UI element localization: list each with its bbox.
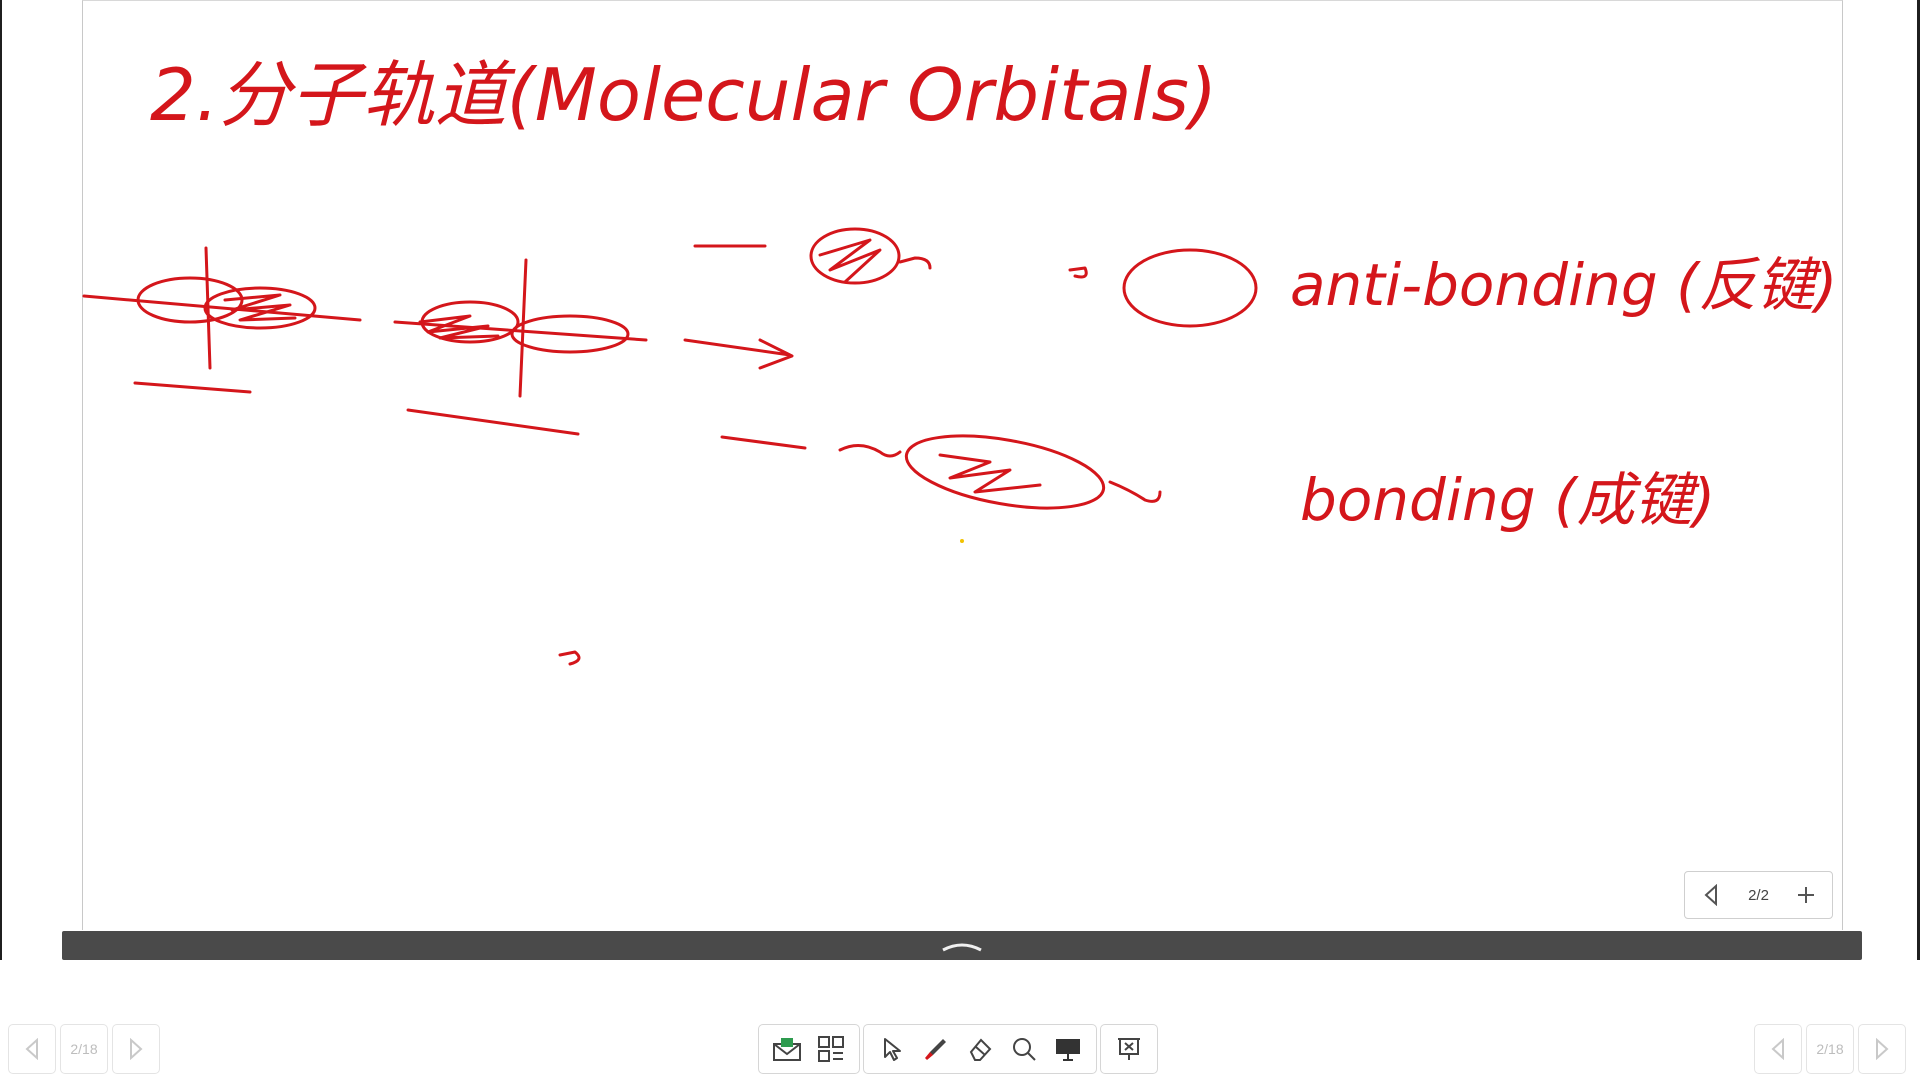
slide-next-button-left[interactable] [112,1024,160,1074]
search-icon [1013,1038,1036,1061]
eraser-button[interactable] [958,1027,1002,1071]
whiteboard-canvas[interactable] [82,0,1843,930]
drawing-toolbar [758,1024,1158,1074]
presentation-button[interactable] [1107,1027,1151,1071]
slide-prev-button-left[interactable] [8,1024,56,1074]
display-icon [1056,1039,1080,1061]
toolbar-group-3 [1100,1024,1158,1074]
display-button[interactable] [1046,1027,1090,1071]
slide-next-button-right[interactable] [1858,1024,1906,1074]
grid-icon [818,1036,844,1062]
envelope-button[interactable] [765,1027,809,1071]
window-edge-left [0,0,2,1080]
pointer-button[interactable] [870,1027,914,1071]
chevron-right-icon [1876,1038,1889,1060]
page-navigator: 2/2 [1684,871,1833,919]
chevron-up-icon [942,943,982,951]
chevron-right-icon [130,1038,143,1060]
slide-count-text-right: 2/18 [1816,1041,1844,1057]
slide-nav-right: 2/18 [1754,1024,1906,1074]
slide-count-left: 2/18 [60,1024,108,1074]
collapse-bar[interactable] [62,931,1862,960]
eraser-icon [969,1038,992,1061]
toolbar-group-1 [758,1024,860,1074]
pen-icon [925,1039,946,1060]
pointer-icon [884,1038,901,1061]
toolbar-group-2 [863,1024,1097,1074]
slide-nav-left: 2/18 [8,1024,160,1074]
slide-count-right: 2/18 [1806,1024,1854,1074]
pen-button[interactable] [914,1027,958,1071]
chevron-left-icon [1771,1038,1784,1060]
slide-count-text-left: 2/18 [70,1041,98,1057]
chevron-left-icon [25,1038,38,1060]
presentation-icon [1118,1038,1140,1060]
envelope-icon [773,1038,801,1061]
page-count: 2/2 [1748,886,1769,904]
search-button[interactable] [1002,1027,1046,1071]
add-page-button[interactable] [1792,881,1820,909]
chevron-left-icon [1704,884,1717,906]
page-prev-button[interactable] [1697,881,1725,909]
window-edge-right [1917,0,1920,1080]
grid-button[interactable] [809,1027,853,1071]
slide-prev-button-right[interactable] [1754,1024,1802,1074]
plus-icon [1797,887,1814,903]
